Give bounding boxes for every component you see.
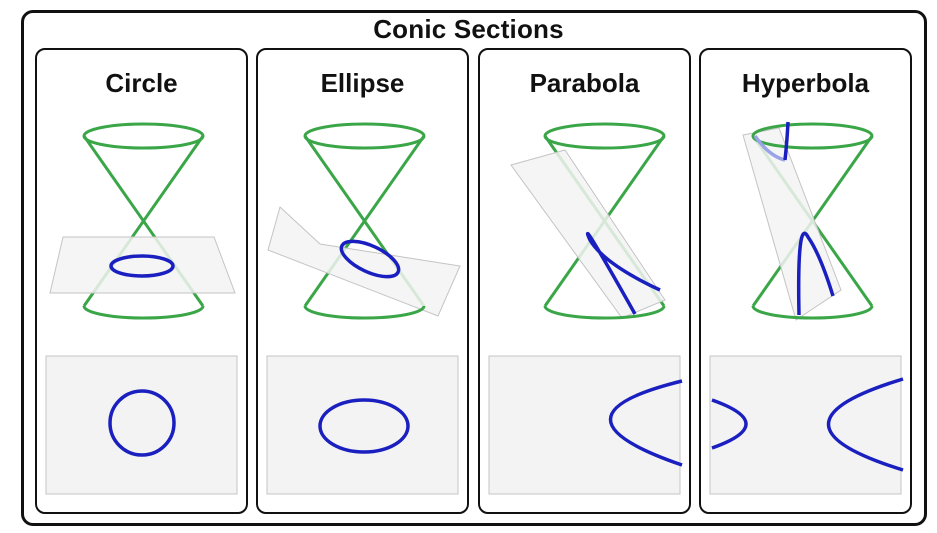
circle-illustration (45, 122, 238, 495)
intersection-curve (339, 239, 401, 279)
panel-title-hyperbola: Hyperbola (741, 68, 870, 98)
parabola-illustration (488, 122, 683, 495)
figure-title: Conic Sections (373, 14, 564, 44)
panel-hyperbola: Hyperbola (699, 48, 912, 514)
hyperbola-right-branch (826, 377, 904, 472)
panel-ellipse: Ellipse (256, 48, 469, 514)
panel-title-parabola: Parabola (529, 68, 640, 98)
hyperbola-illustration (709, 121, 904, 495)
section-view (709, 355, 902, 495)
panel-title-ellipse: Ellipse (320, 68, 405, 98)
lower-branch (796, 231, 835, 316)
ellipse-curve (318, 398, 410, 454)
hyperbola-left-branch (711, 398, 748, 450)
upper-branch-back (753, 134, 786, 162)
cone (303, 122, 426, 320)
section-view (45, 355, 238, 495)
intersection-curve (109, 254, 175, 278)
parabola-curve (608, 379, 683, 467)
cone (82, 122, 205, 320)
circle-curve (108, 389, 176, 457)
cone (543, 122, 666, 320)
panel-parabola: Parabola (478, 48, 691, 514)
section-view (488, 355, 681, 495)
cone (751, 122, 874, 320)
ellipse-illustration (266, 122, 461, 495)
intersection-curve (585, 232, 661, 315)
upper-branch-front (783, 121, 790, 161)
panel-circle: Circle (35, 48, 248, 514)
cutting-plane (49, 236, 236, 294)
cutting-plane (742, 127, 842, 321)
panel-title-circle: Circle (105, 68, 178, 98)
section-view (266, 355, 459, 495)
cutting-plane (267, 206, 461, 317)
